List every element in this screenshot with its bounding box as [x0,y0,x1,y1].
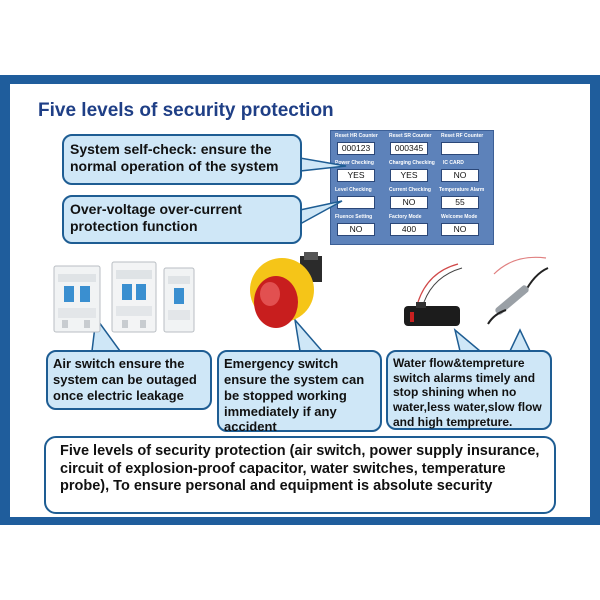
panel-value-box[interactable] [337,196,375,209]
panel-value-box[interactable]: 000123 [337,142,375,155]
emergency-stop-photo [250,252,322,328]
panel-label: Reset SR Counter [389,133,432,139]
over-voltage-callout: Over-voltage over-current protection fun… [62,195,302,244]
emergency-switch-callout: Emergency switch ensure the system can b… [217,350,382,434]
panel-value-box[interactable]: 55 [441,196,479,209]
panel-value-box[interactable]: 000345 [390,142,428,155]
panel-label: Factory Mode [389,214,422,220]
panel-value-box[interactable]: NO [441,223,479,236]
air-switch-callout: Air switch ensure the system can be outa… [46,350,212,410]
panel-value-box[interactable]: NO [337,223,375,236]
panel-label: Reset HR Counter [335,133,378,139]
panel-value-box[interactable]: NO [390,196,428,209]
water-flow-sensor-photo [404,263,463,326]
control-panel: Reset HR Counter Reset SR Counter Reset … [330,130,494,245]
self-check-callout: System self-check: ensure the normal ope… [62,134,302,185]
panel-label: Current Checking [389,187,431,193]
panel-value-box[interactable]: NO [441,169,479,182]
panel-label: Level Checking [335,187,372,193]
temperature-probe-photo [487,256,549,325]
panel-label: Power Checking [335,160,374,166]
panel-value-box[interactable]: YES [337,169,375,182]
panel-value-box[interactable] [441,142,479,155]
panel-label: Fluence Setting [335,214,373,220]
panel-label: Temperature Alarm [439,187,485,193]
water-flow-callout: Water flow&tempreture switch alarms time… [386,350,552,430]
panel-label: Reset RF Counter [441,133,484,139]
panel-label: Welcome Mode [441,214,478,220]
panel-value-box[interactable]: YES [390,169,428,182]
panel-label: Charging Checking [389,160,435,166]
slide-title: Five levels of security protection [38,100,334,121]
panel-label: IC CARD [443,160,464,166]
summary-callout: Five levels of security protection (air … [44,436,556,514]
circuit-breaker-photo [53,261,195,333]
panel-value-box[interactable]: 400 [390,223,428,236]
